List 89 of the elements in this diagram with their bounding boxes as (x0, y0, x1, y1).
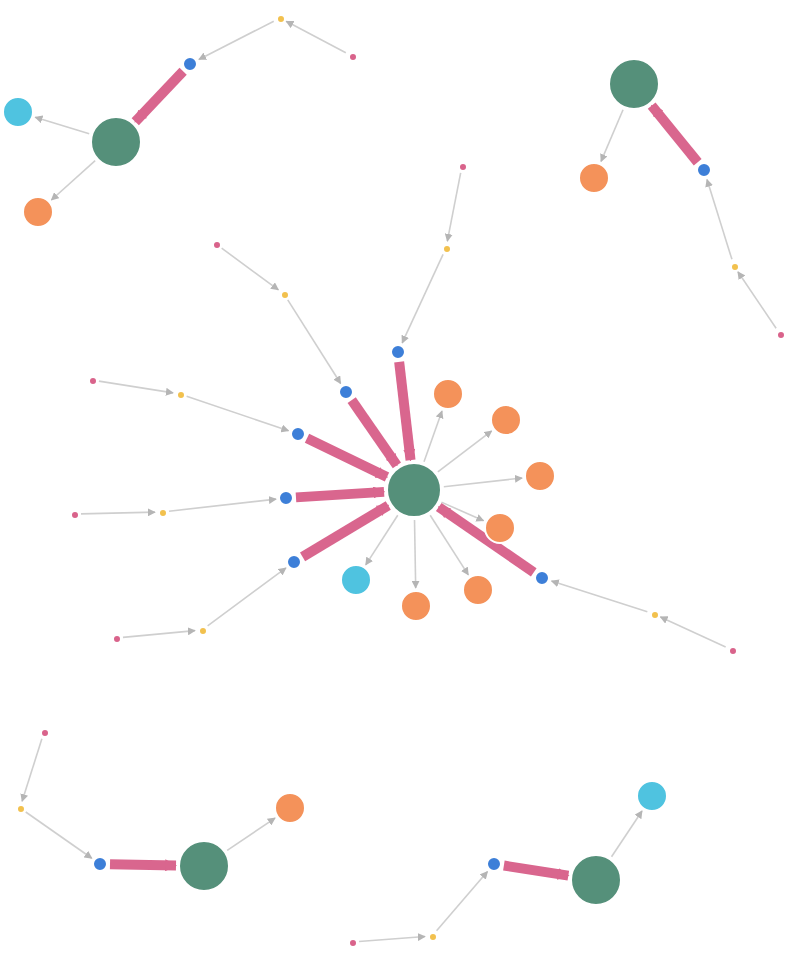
node-circle (275, 13, 285, 23)
arrow (659, 616, 727, 648)
node-circle (182, 56, 198, 72)
node-circle (69, 509, 79, 519)
arrow (24, 811, 93, 860)
node-circle (486, 856, 502, 872)
node-circle (534, 570, 550, 586)
thick-arrow (295, 486, 386, 503)
node-circle (211, 239, 221, 249)
arrow (285, 20, 347, 54)
arrow (550, 579, 649, 613)
node-circle (441, 243, 451, 253)
node-circle (524, 460, 556, 492)
arrow (440, 501, 485, 522)
node-circle (111, 633, 121, 643)
node-circle (649, 609, 659, 619)
arrow (286, 299, 342, 385)
node-circle (90, 116, 142, 168)
arrow (358, 933, 426, 943)
node-circle (570, 854, 622, 906)
node-circle (87, 375, 97, 385)
node-circle (462, 574, 494, 606)
thick-arrow (131, 67, 187, 126)
node-circle (727, 645, 737, 655)
arrow (80, 508, 156, 517)
arrow (98, 380, 174, 396)
node-circle (175, 389, 185, 399)
node-circle (696, 162, 712, 178)
node-circle (432, 378, 464, 410)
thick-arrow (394, 361, 416, 462)
node-circle (578, 162, 610, 194)
node-circle (347, 51, 357, 61)
thick-arrow (647, 102, 702, 166)
arrow (705, 178, 733, 261)
arrow (435, 870, 489, 932)
node-circle (197, 625, 207, 635)
thick-arrow (503, 860, 570, 881)
arrow (122, 627, 196, 639)
node-circle (347, 937, 357, 947)
node-circle (157, 507, 167, 517)
arrow (34, 115, 91, 135)
thick-arrow (435, 502, 537, 577)
node-circle (608, 58, 660, 110)
node-circle (338, 384, 354, 400)
node-circle (386, 462, 442, 518)
arrow (423, 410, 444, 463)
node-circle (636, 780, 668, 812)
thick-arrow (300, 501, 391, 562)
node-circle (457, 161, 467, 171)
node-circle (400, 590, 432, 622)
arrow (610, 810, 643, 858)
arrow (437, 430, 493, 473)
node-circle (178, 840, 230, 892)
node-circle (340, 564, 372, 596)
arrow (206, 567, 287, 627)
arrow (50, 159, 96, 201)
arrow (198, 20, 275, 61)
arrow (226, 817, 276, 852)
thick-arrow (347, 397, 401, 469)
node-circle (22, 196, 54, 228)
node-circle (286, 554, 302, 570)
arrow (737, 271, 777, 329)
node-circle (2, 96, 34, 128)
node-circle (92, 856, 108, 872)
arrow (411, 519, 420, 589)
node-circle (279, 289, 289, 299)
arrow (220, 247, 280, 291)
arrow (600, 108, 624, 163)
arrow (443, 474, 523, 488)
node-circle (427, 931, 437, 941)
node-circle (390, 344, 406, 360)
thick-arrow (304, 433, 390, 482)
node-circle (484, 512, 516, 544)
node-circle (39, 727, 49, 737)
arrow (444, 172, 462, 242)
thick-arrow (109, 859, 178, 872)
node-circle (15, 803, 25, 813)
arrow (185, 395, 290, 433)
node-circle (490, 404, 522, 436)
node-circle (278, 490, 294, 506)
node-circle (274, 792, 306, 824)
arrow (168, 495, 277, 512)
node-circle (729, 261, 739, 271)
arrow (20, 737, 43, 803)
arrow (401, 253, 444, 344)
arrow (364, 514, 399, 566)
arrow (429, 514, 470, 576)
node-circle (775, 329, 785, 339)
node-circle (290, 426, 306, 442)
